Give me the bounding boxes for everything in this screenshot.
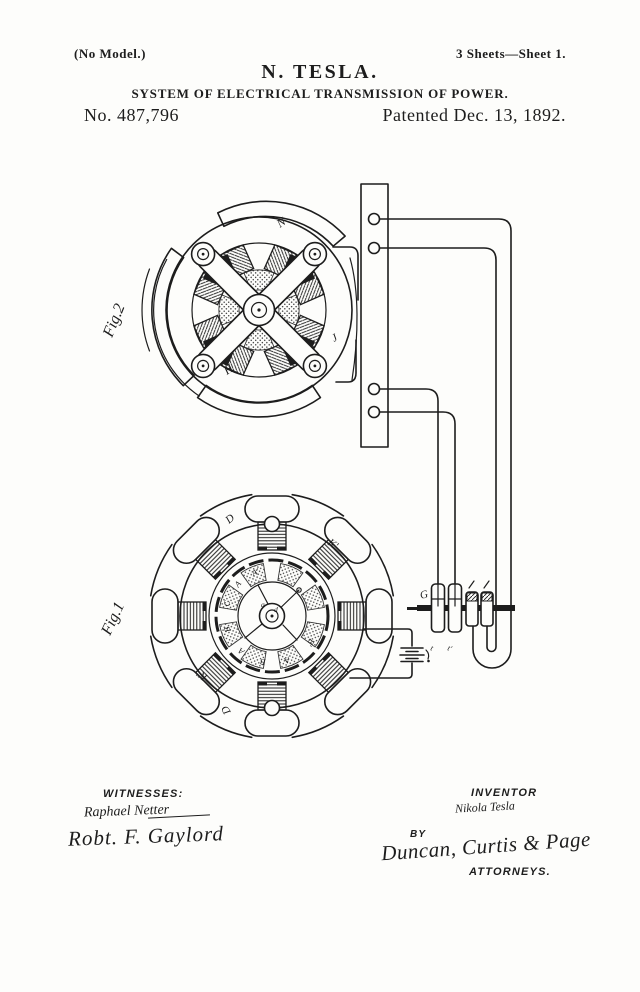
battery-icon bbox=[400, 648, 424, 662]
fig1-hub-label: a bbox=[261, 600, 265, 609]
plug bbox=[432, 584, 445, 632]
fig1-hub-label: d bbox=[274, 605, 278, 614]
fig2-terminal-strip bbox=[361, 184, 388, 447]
fig2-label-j: J bbox=[330, 331, 341, 344]
fig2-caption: Fig.2 bbox=[100, 301, 129, 340]
fig1-pole-label-d-bottom: D bbox=[219, 704, 234, 718]
plug bbox=[449, 584, 462, 632]
plug-label: t bbox=[429, 643, 435, 652]
witnesses-heading: WITNESSES: bbox=[103, 788, 183, 800]
witness-signature-1: Raphael Netter bbox=[84, 803, 170, 822]
terminal-block-label: G bbox=[419, 588, 430, 602]
plug bbox=[466, 581, 478, 626]
terminal-block: G t t' bbox=[407, 581, 515, 653]
attorneys-heading: ATTORNEYS. bbox=[469, 866, 551, 878]
fig1-pole-label-d-top: D bbox=[222, 512, 237, 527]
inventor-signature: Nikola Tesla bbox=[455, 798, 516, 816]
fig1-caption: Fig.1 bbox=[98, 599, 128, 638]
inventor-heading: INVENTOR bbox=[471, 787, 537, 799]
fig2-motor-diagram: N H J Fig.2 bbox=[100, 201, 352, 417]
plug bbox=[481, 581, 493, 626]
fig1-generator-diagram: D K' K' D A' A C B A B A B' a d Fig.1 bbox=[98, 492, 396, 740]
plug-label: t' bbox=[446, 643, 453, 653]
